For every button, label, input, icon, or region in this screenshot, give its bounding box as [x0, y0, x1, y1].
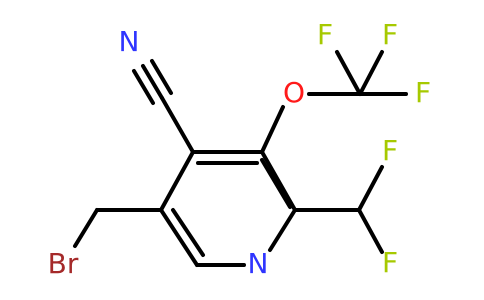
nitrile-triple-bond-1 [141, 64, 164, 100]
fluorine-top-left-label: F [317, 18, 333, 51]
fluorine-right-label: F [415, 76, 431, 109]
ring-bond-c6-c5 [159, 208, 199, 267]
ether-oxygen-label: O [283, 76, 305, 109]
carbon-to-fluorine-top-left [335, 50, 362, 96]
nitrile-group [132, 59, 195, 154]
pyridine-ring [159, 150, 297, 267]
ring-double-bond-inner-left [171, 208, 205, 257]
nitrile-triple-bond-3 [132, 69, 155, 105]
ring-double-bond-inner-right [260, 158, 292, 209]
fluorine-lower-right-label: F [382, 246, 398, 279]
carbon-to-fluorine-top-right [358, 50, 384, 96]
fluorine-upper-right-label: F [382, 134, 398, 167]
ring-to-oxygen-bond [260, 105, 285, 154]
pyridine-nitrogen-label: N [248, 247, 269, 280]
difluoromethyl-to-fluorine-top [357, 165, 384, 212]
nitrile-single-bond [160, 96, 195, 154]
nitrile-nitrogen-label: N [119, 25, 140, 58]
ch2-to-bromine-bond [73, 208, 99, 248]
ring-bond-c5-c4 [159, 150, 195, 212]
bromine-label: Br [48, 247, 79, 280]
trifluoromethoxy-group [260, 50, 408, 154]
difluoromethyl-group [293, 165, 384, 254]
bromomethyl-group [73, 208, 163, 248]
ring-bond-c2-n [268, 208, 297, 252]
fluorine-top-right-label: F [382, 18, 398, 51]
nitrile-triple-bond-2 [150, 59, 173, 95]
ring-bond-c3-c2 [260, 150, 297, 212]
difluoromethyl-to-fluorine-bottom [357, 208, 384, 254]
